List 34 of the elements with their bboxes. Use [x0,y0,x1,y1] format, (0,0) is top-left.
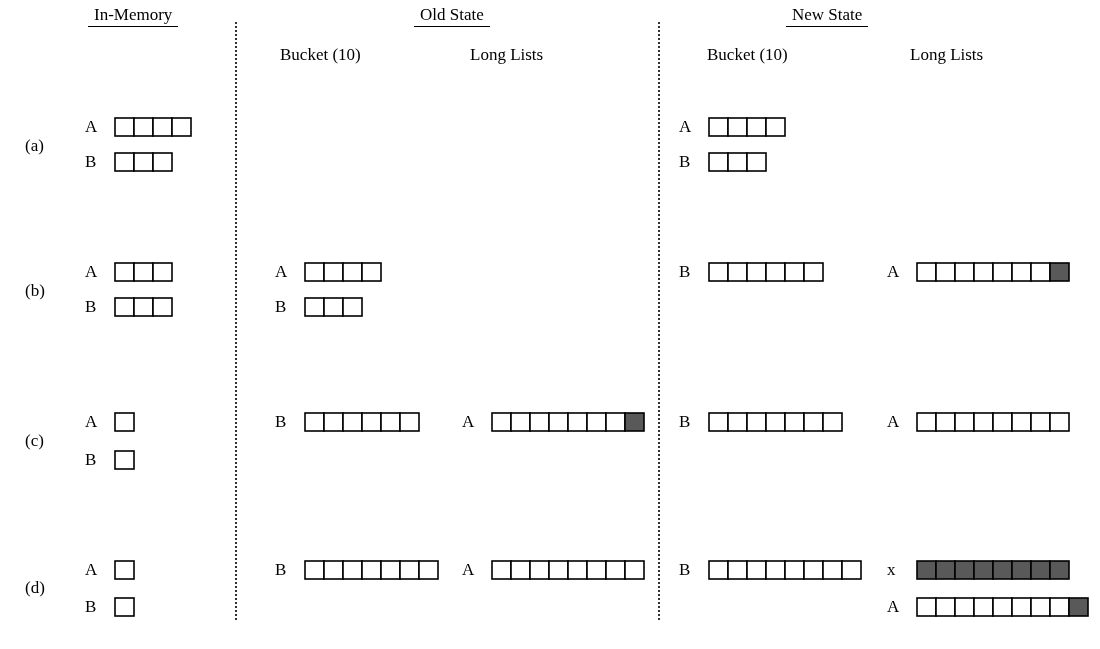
section-heading: Old State [414,5,490,27]
column-heading: Bucket (10) [280,45,361,65]
list-label: B [85,152,97,172]
list-label: A [887,412,900,432]
list-label: B [85,450,97,470]
list-label: B [275,297,287,317]
row-label: (c) [25,431,44,451]
list-label: B [275,412,287,432]
list-label: x [887,560,896,580]
row-label: (a) [25,136,44,156]
list-label: A [85,117,98,137]
list-label: A [462,560,475,580]
section-heading: In-Memory [88,5,179,27]
list-label: B [679,412,691,432]
list-label: A [887,262,900,282]
section-heading: New State [786,5,869,27]
list-label: A [85,412,98,432]
list-label: B [275,560,287,580]
list-label: B [85,297,97,317]
list-label: A [462,412,475,432]
column-heading: Bucket (10) [707,45,788,65]
row-label: (b) [25,281,45,301]
list-label: A [85,262,98,282]
column-heading: Long Lists [910,45,984,65]
list-label: A [679,117,692,137]
column-heading: Long Lists [470,45,544,65]
list-label: B [679,560,691,580]
list-label: A [85,560,98,580]
list-label: B [85,597,97,617]
list-label: A [275,262,288,282]
list-label: B [679,152,691,172]
row-label: (d) [25,578,45,598]
list-label: B [679,262,691,282]
list-label: A [887,597,900,617]
